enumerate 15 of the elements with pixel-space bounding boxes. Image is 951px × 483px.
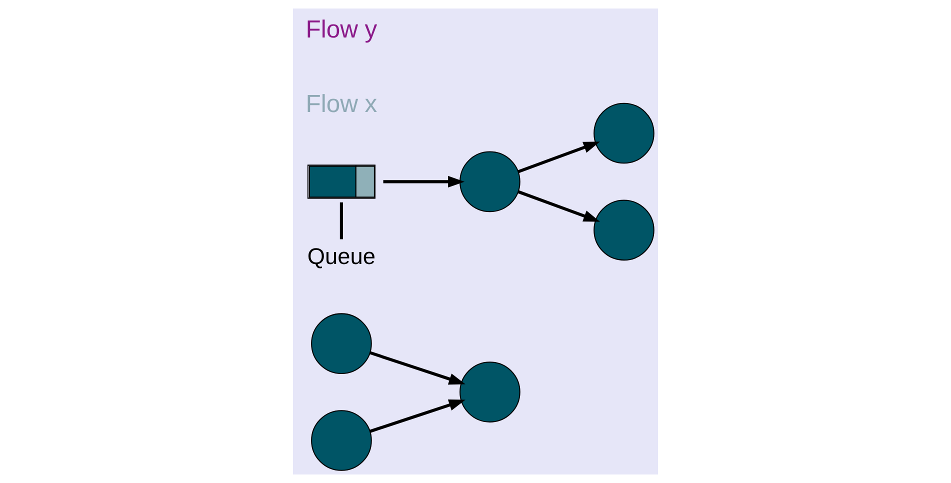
label: Flow x xyxy=(306,90,378,118)
node-circle xyxy=(311,410,372,471)
node-circle xyxy=(460,151,520,212)
arrow xyxy=(518,190,600,222)
node-circle xyxy=(594,200,654,261)
arrow xyxy=(383,176,465,188)
arrow xyxy=(370,351,466,385)
connector xyxy=(340,202,343,240)
arrow xyxy=(370,400,466,433)
node-circle xyxy=(594,102,654,164)
label: Flow y xyxy=(306,16,378,44)
arrow xyxy=(518,142,600,174)
node-circle xyxy=(311,313,372,374)
node-circle xyxy=(460,362,520,422)
node-text: Queue xyxy=(307,242,376,269)
